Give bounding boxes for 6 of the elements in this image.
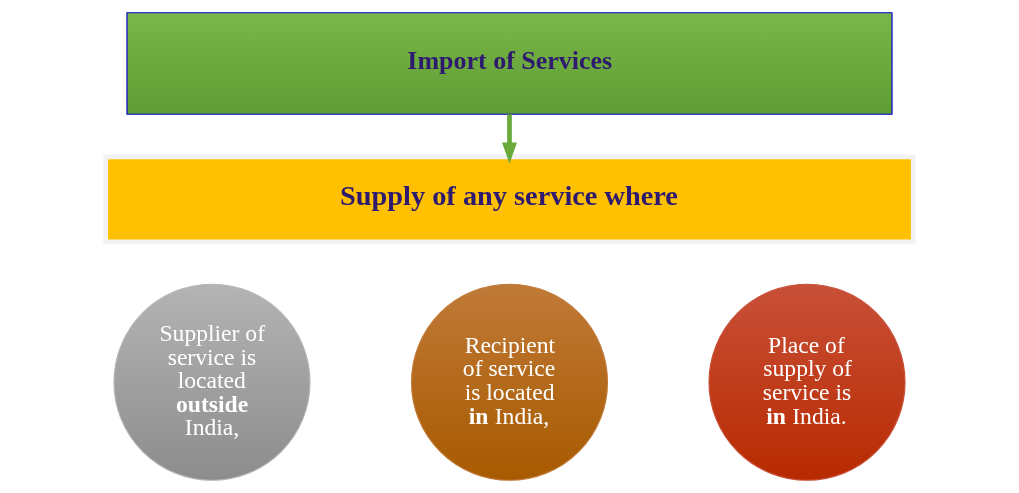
node-circle: Recipient of service is located in India, [410,283,609,481]
arrow [502,114,517,164]
node-box: Import of Services [126,12,893,115]
node-circle: Place of supply of service is in India. [708,283,906,481]
node-circle: Supplier of service is located outside India, [113,283,311,481]
node-box: Supply of any service where [103,154,916,245]
